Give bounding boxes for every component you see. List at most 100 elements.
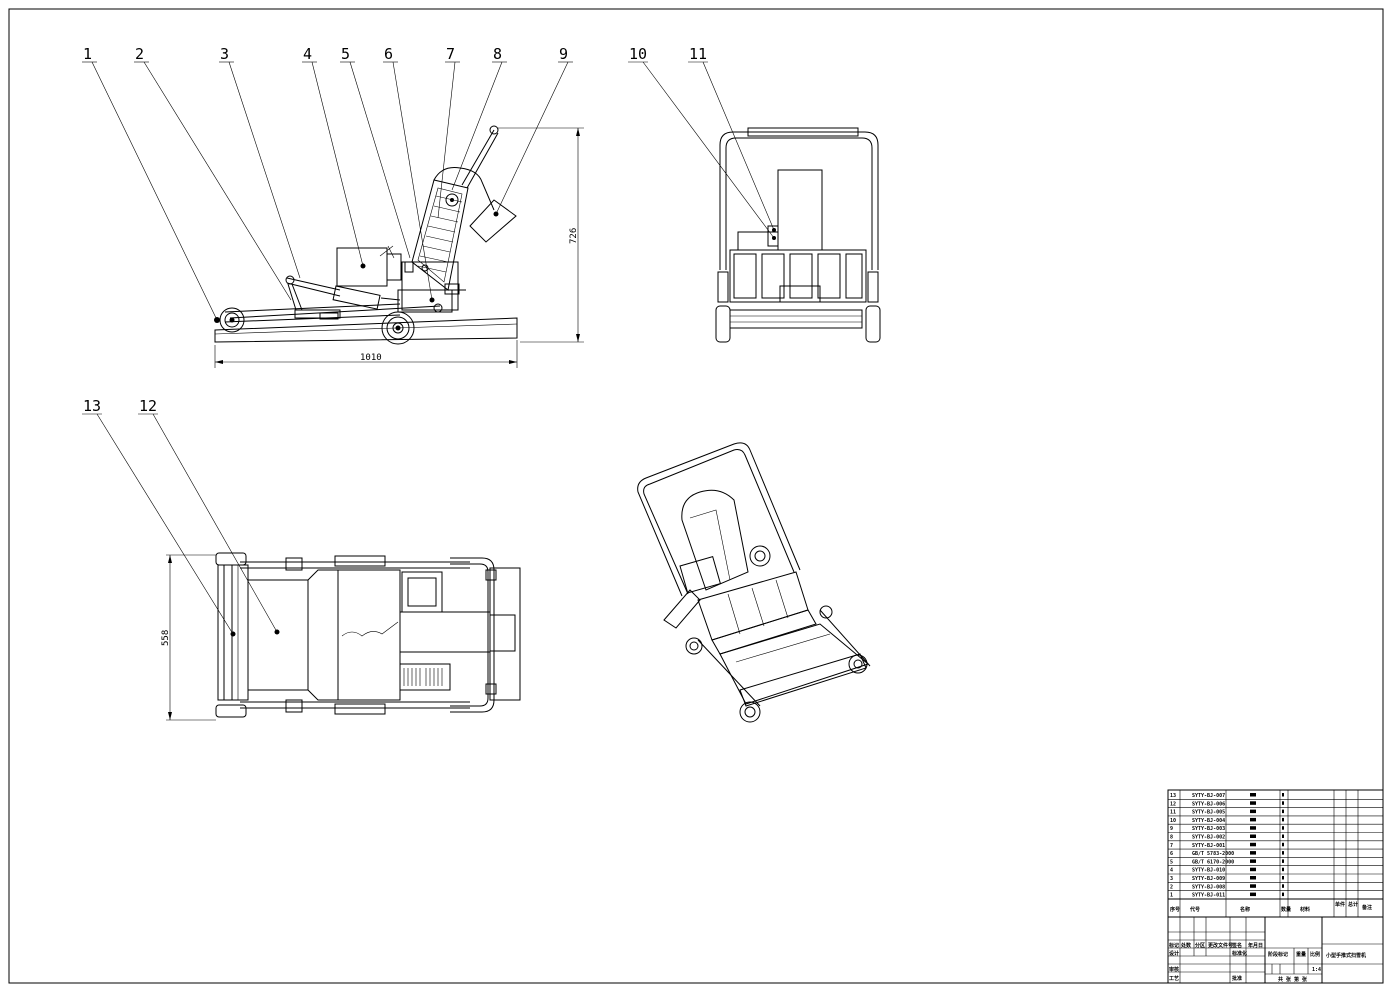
header-name: 名称 <box>1240 906 1250 913</box>
header-material: 材料 <box>1300 906 1310 913</box>
parts-row-name-glyph <box>1250 793 1256 797</box>
parts-row-name-glyph <box>1250 817 1256 822</box>
leader-lines <box>82 61 775 635</box>
parts-row-name-glyph <box>1250 867 1256 872</box>
balloon-9: 9 <box>559 45 568 63</box>
parts-row-number: 7 <box>1170 843 1173 849</box>
rev-weight: 重量 <box>1296 951 1306 958</box>
parts-row-name-glyph <box>1250 842 1256 847</box>
rev-scale: 比例 <box>1310 951 1320 958</box>
parts-row-qty-glyph <box>1282 826 1284 830</box>
parts-row-code: SYTY-BJ-008 <box>1192 884 1225 890</box>
balloon-11: 11 <box>689 45 707 63</box>
parts-row-number: 4 <box>1170 868 1173 874</box>
parts-row-number: 2 <box>1170 884 1173 890</box>
header-note: 备注 <box>1361 904 1372 911</box>
auger-flights <box>417 195 463 273</box>
rev-doc: 更改文件号 <box>1208 942 1233 949</box>
drawing-title: 小型手推式扫雪机 <box>1326 952 1366 959</box>
parts-row-qty-glyph <box>1282 809 1284 814</box>
parts-row-code: SYTY-BJ-011 <box>1192 893 1225 899</box>
parts-row-qty-glyph <box>1282 842 1284 847</box>
parts-row-number: 12 <box>1170 801 1176 807</box>
rev-scale-value: 1:4 <box>1312 967 1321 973</box>
parts-row-name-glyph <box>1250 834 1256 838</box>
parts-row-number: 6 <box>1170 851 1173 857</box>
balloon-6: 6 <box>384 45 393 63</box>
rev-check: 审核 <box>1169 966 1179 973</box>
balloon-7: 7 <box>446 45 455 63</box>
parts-row-qty-glyph <box>1282 867 1284 872</box>
rev-zone: 分区 <box>1195 942 1205 949</box>
parts-row-number: 9 <box>1170 826 1173 832</box>
dim-height: 726 <box>569 228 579 244</box>
dim-width: 558 <box>161 630 171 646</box>
parts-row-number: 5 <box>1170 859 1173 865</box>
parts-row-number: 13 <box>1170 793 1176 799</box>
rev-sign: 签名 <box>1231 942 1242 949</box>
parts-row-name-glyph <box>1250 876 1256 880</box>
balloon-2: 2 <box>135 45 144 63</box>
balloon-1: 1 <box>83 45 92 63</box>
balloon-8: 8 <box>493 45 502 63</box>
rev-date: 年月日 <box>1248 942 1263 949</box>
parts-row-number: 8 <box>1170 835 1173 841</box>
parts-row-name-glyph <box>1250 884 1256 888</box>
rev-design: 设计 <box>1169 950 1179 957</box>
parts-row-qty-glyph <box>1282 793 1284 797</box>
drawing-border <box>8 8 1384 984</box>
top-view <box>166 552 521 721</box>
parts-row-name-glyph <box>1250 801 1256 805</box>
balloon-13: 13 <box>83 397 101 415</box>
rev-mark: 标记 <box>1168 942 1179 949</box>
parts-row-qty-glyph <box>1282 851 1284 855</box>
parts-row-number: 3 <box>1170 876 1173 882</box>
parts-row-code: GB/T 6170-2000 <box>1192 859 1234 865</box>
parts-row-qty-glyph <box>1282 834 1284 838</box>
parts-row-code: SYTY-BJ-010 <box>1192 868 1225 874</box>
rear-view <box>715 127 881 343</box>
parts-row-code: SYTY-BJ-006 <box>1192 801 1225 807</box>
parts-row-number: 11 <box>1170 810 1176 816</box>
rev-sheet: 共 张 第 张 <box>1278 976 1308 983</box>
rev-stage: 阶段标记 <box>1268 951 1288 958</box>
parts-row-qty-glyph <box>1282 859 1284 863</box>
parts-row-name-glyph <box>1250 892 1256 897</box>
balloon-3: 3 <box>220 45 229 63</box>
balloon-10: 10 <box>629 45 647 63</box>
header-qty: 数量 <box>1281 906 1291 913</box>
parts-row-qty-glyph <box>1282 876 1284 880</box>
isometric-view <box>637 442 871 723</box>
parts-row-code: SYTY-BJ-005 <box>1192 810 1225 816</box>
parts-row-code: SYTY-BJ-003 <box>1192 826 1225 832</box>
balloon-4: 4 <box>303 45 312 63</box>
parts-row-code: SYTY-BJ-009 <box>1192 876 1225 882</box>
parts-row-name-glyph <box>1250 809 1256 814</box>
parts-row-code: GB/T 5783-2000 <box>1192 851 1234 857</box>
parts-row-code: SYTY-BJ-004 <box>1192 818 1225 824</box>
rev-count: 处数 <box>1180 942 1192 949</box>
fan-grill <box>403 668 443 686</box>
parts-row-code: SYTY-BJ-007 <box>1192 793 1225 799</box>
parts-row-name-glyph <box>1250 826 1256 830</box>
parts-row-name-glyph <box>1250 851 1256 855</box>
parts-row-number: 10 <box>1170 818 1176 824</box>
side-view <box>214 125 584 368</box>
header-code: 代号 <box>1189 906 1200 913</box>
rev-approve: 批准 <box>1232 975 1242 982</box>
rev-process: 工艺 <box>1169 975 1179 982</box>
dim-length: 1010 <box>360 353 382 363</box>
parts-row-name-glyph <box>1250 859 1256 863</box>
header-weight: 单件 总计 <box>1335 901 1358 908</box>
parts-row-code: SYTY-BJ-001 <box>1192 843 1225 849</box>
parts-row-code: SYTY-BJ-002 <box>1192 835 1225 841</box>
parts-row-qty-glyph <box>1282 892 1284 897</box>
balloon-5: 5 <box>341 45 350 63</box>
parts-row-qty-glyph <box>1282 884 1284 888</box>
parts-row-qty-glyph <box>1282 801 1284 805</box>
parts-row-number: 1 <box>1170 893 1173 899</box>
balloon-12: 12 <box>139 397 157 415</box>
